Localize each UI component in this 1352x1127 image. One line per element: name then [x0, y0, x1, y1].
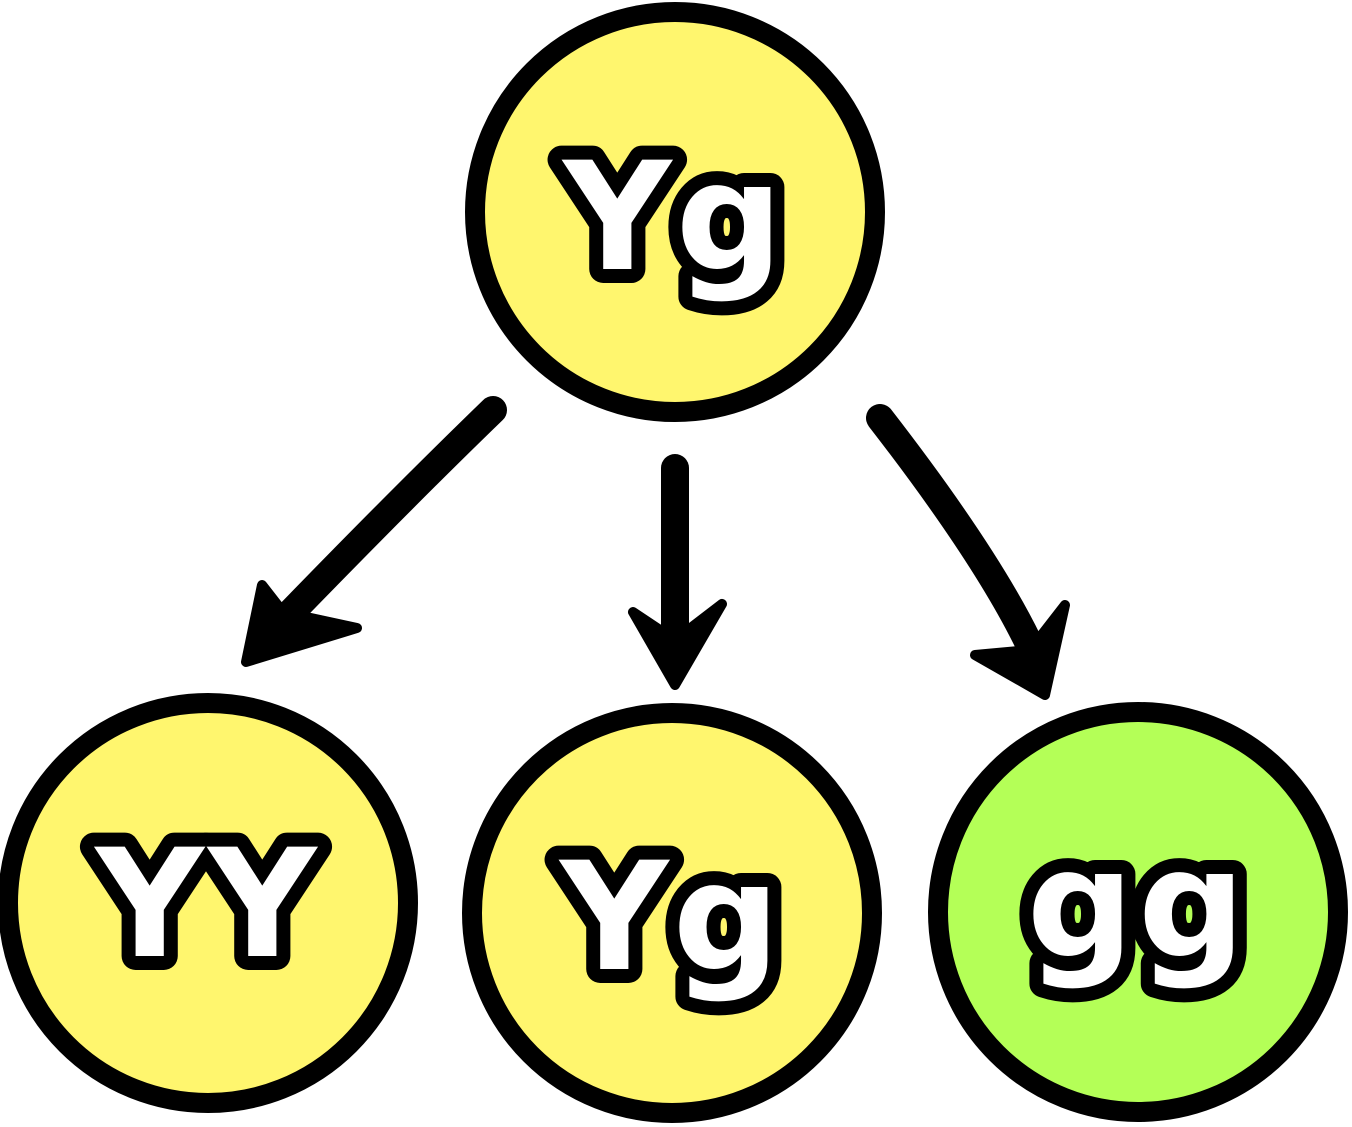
arrow-right-head	[970, 600, 1070, 700]
parent-circle	[465, 2, 885, 422]
arrow-to-right-child	[866, 404, 1070, 700]
arrow-middle-head	[628, 599, 727, 690]
child-right-node: gg	[928, 702, 1348, 1122]
child-left-genotype-label: YY	[93, 818, 320, 992]
child-right-circle	[928, 702, 1348, 1122]
parent-genotype-label: Yg	[561, 131, 787, 305]
arrow-to-left-child	[241, 396, 507, 667]
child-middle-node: Yg	[462, 703, 882, 1123]
arrow-left-shaft	[264, 396, 507, 640]
child-middle-genotype-label: Yg	[558, 831, 784, 1005]
parent-node: Yg	[465, 2, 885, 422]
child-middle-circle	[462, 703, 882, 1123]
arrow-to-middle-child	[628, 454, 727, 690]
child-right-genotype-label: gg	[1027, 818, 1250, 992]
arrow-left-head	[241, 580, 362, 667]
child-left-circle	[0, 693, 418, 1113]
child-left-node: YY	[0, 693, 418, 1113]
arrow-right-shaft	[866, 404, 1046, 664]
